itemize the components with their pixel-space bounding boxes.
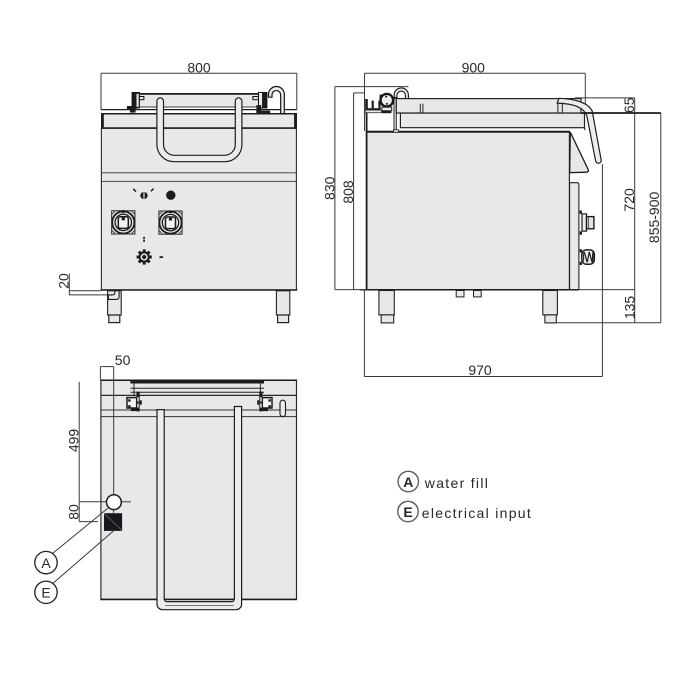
- svg-text:800: 800: [187, 59, 211, 75]
- svg-text:A: A: [403, 474, 413, 490]
- svg-text:900: 900: [462, 59, 486, 75]
- svg-text:A: A: [41, 555, 51, 571]
- svg-text:E: E: [41, 585, 50, 601]
- svg-text:970: 970: [468, 362, 492, 378]
- svg-text:808: 808: [340, 180, 356, 204]
- svg-text:electrical input: electrical input: [422, 505, 532, 521]
- svg-text:830: 830: [321, 176, 337, 200]
- svg-text:499: 499: [65, 429, 81, 453]
- svg-text:65: 65: [621, 97, 637, 113]
- svg-text:855-900: 855-900: [646, 192, 662, 244]
- svg-text:135: 135: [621, 296, 637, 320]
- svg-text:E: E: [403, 504, 412, 520]
- svg-text:water fill: water fill: [424, 475, 489, 491]
- svg-text:720: 720: [621, 188, 637, 212]
- svg-text:50: 50: [115, 352, 131, 368]
- svg-text:80: 80: [66, 504, 82, 520]
- svg-text:20: 20: [56, 273, 72, 289]
